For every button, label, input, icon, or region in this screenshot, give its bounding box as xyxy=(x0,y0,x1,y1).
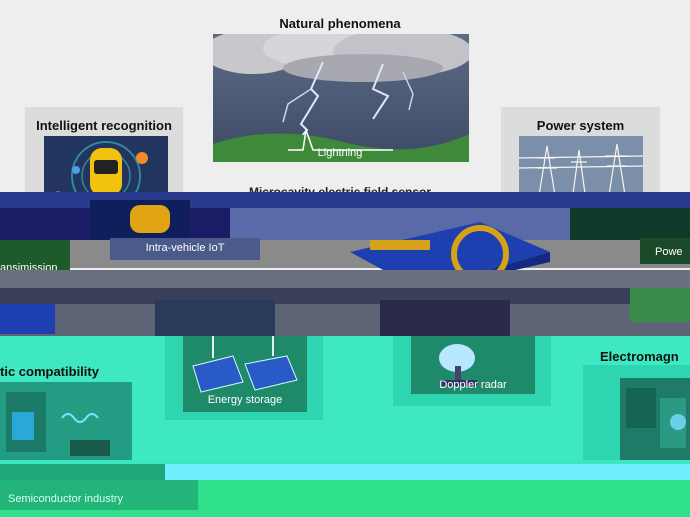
intelligent-recognition-title: Intelligent recognition xyxy=(36,118,172,133)
emc-image xyxy=(0,382,132,464)
glitch-band-4 xyxy=(0,270,690,288)
right-green-fragment xyxy=(570,208,690,240)
emc-title: tic compatibility xyxy=(0,364,99,379)
glitch-band-6 xyxy=(0,304,690,336)
wind-fragment xyxy=(155,300,275,336)
car-fragment xyxy=(130,205,170,233)
radar-caption: Doppler radar xyxy=(439,379,507,391)
radar-fragment xyxy=(380,300,510,336)
vehicle-caption: Intra-vehicle IoT xyxy=(145,242,225,254)
glitch-band-5 xyxy=(0,288,690,304)
glitch-band-8 xyxy=(165,464,690,480)
semiconductor-caption: Semiconductor industry xyxy=(8,493,123,505)
power-system-title: Power system xyxy=(536,118,625,133)
power-caption: Powe xyxy=(655,246,683,258)
right-arrow-fragment xyxy=(630,288,690,322)
energy-image xyxy=(183,336,307,412)
natural-phenomena-title: Natural phenomena xyxy=(279,16,401,31)
radar-image xyxy=(411,336,535,394)
glitch-band-7 xyxy=(0,460,690,466)
lightning-image xyxy=(203,28,473,162)
left-blue-fragment xyxy=(0,304,55,334)
semiconductor-panel xyxy=(0,480,198,510)
glitch-band-9 xyxy=(0,464,165,480)
electromagnetic-title: Electromagn xyxy=(600,349,679,364)
lightning-caption: Lightning xyxy=(317,147,363,159)
power-fragment xyxy=(640,238,690,264)
energy-caption: Energy storage xyxy=(207,394,283,406)
vehicle-caption-bar xyxy=(110,238,260,260)
electromagnetic-image xyxy=(620,378,690,468)
